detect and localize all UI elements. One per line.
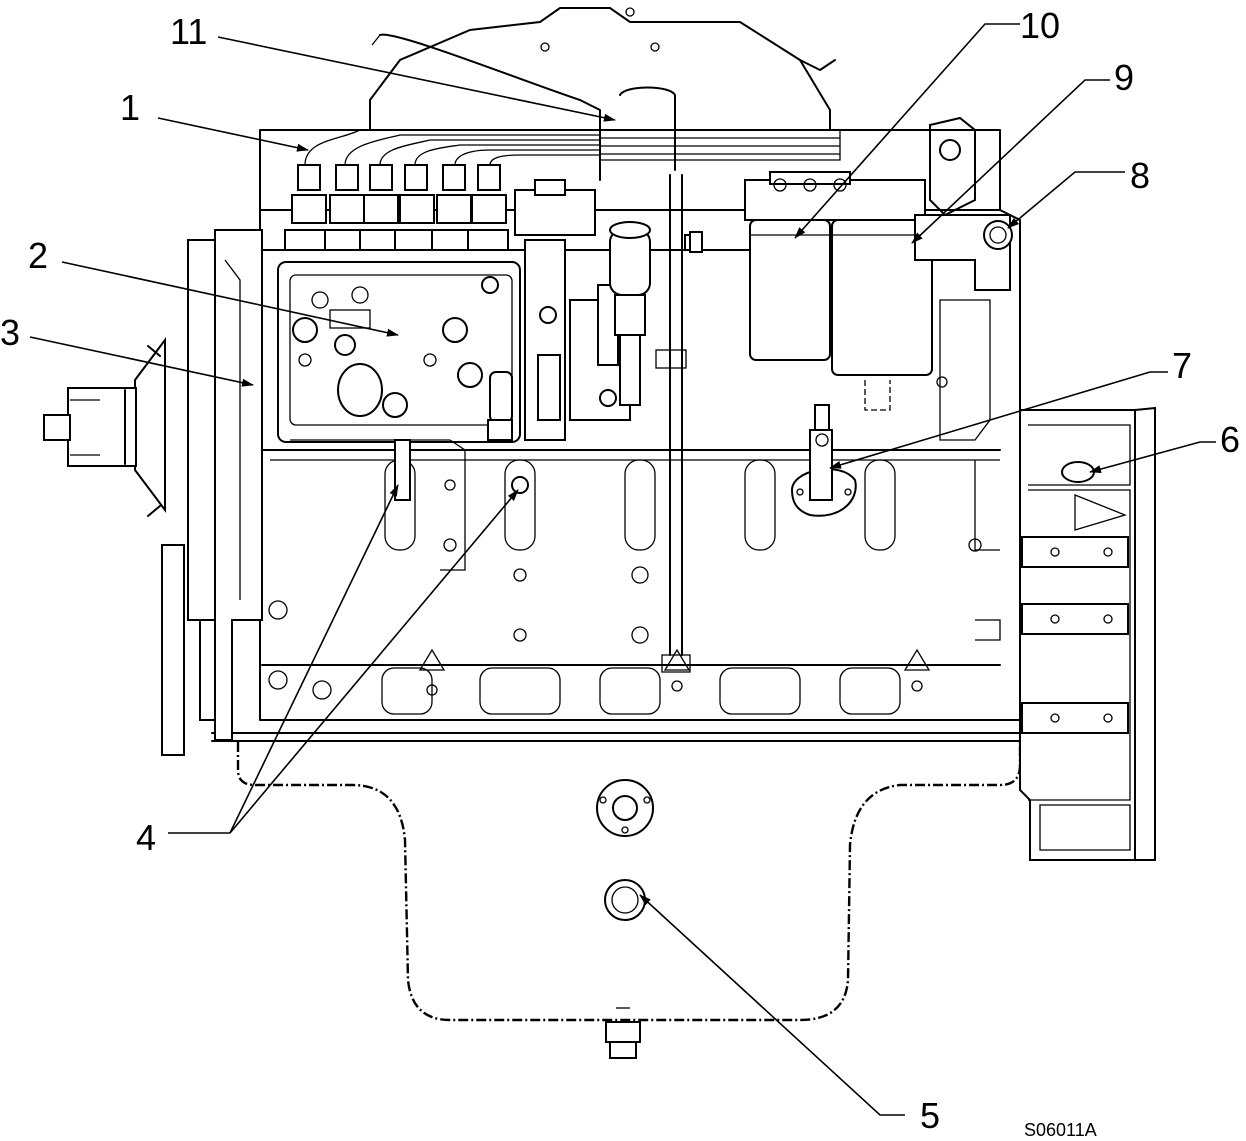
fuel-filter-head (744, 171, 926, 221)
leader-5 (639, 894, 905, 1116)
leader-4b (229, 489, 519, 834)
oil-pan (211, 732, 1041, 1059)
callout-6: 6 (1220, 419, 1240, 460)
front-end-pulleys (43, 229, 263, 756)
flywheel-housing (1019, 406, 1156, 861)
callout-1: 1 (120, 87, 140, 128)
dipstick-tube (661, 174, 691, 673)
leader-3 (29, 336, 254, 387)
leader-7 (829, 371, 1168, 469)
oil-fill-plug (604, 879, 646, 921)
sender-fitting (790, 404, 857, 517)
leader-10 (794, 23, 1020, 239)
injection-pump (277, 261, 521, 571)
leader-11 (217, 36, 616, 122)
leader-4a (229, 484, 399, 834)
leader-2 (61, 261, 399, 337)
block-lower-rail (261, 648, 1001, 721)
callout-9: 9 (1114, 57, 1134, 98)
figure-id: S06011A (1024, 1120, 1097, 1140)
mounting-boss (511, 476, 529, 494)
callout-7: 7 (1172, 345, 1192, 386)
injector-lines (304, 33, 841, 181)
callout-2: 2 (28, 235, 48, 276)
lifting-bracket (929, 116, 976, 217)
fan-hub (43, 337, 166, 517)
delivery-fittings (284, 164, 509, 251)
leader-1 (157, 117, 309, 152)
drain-plug (605, 1007, 641, 1059)
oil-pan-sensor-port (596, 779, 654, 837)
callout-8: 8 (1130, 155, 1150, 196)
callout-11: 11 (170, 11, 207, 52)
leader-6 (1089, 441, 1216, 473)
callout-labels: 1 2 3 4 5 6 7 8 9 10 11 (0, 5, 1240, 1136)
fuel-shutoff-solenoid (609, 221, 701, 406)
leader-8 (1007, 171, 1125, 229)
valve-cover (369, 7, 836, 131)
callout-5: 5 (920, 1095, 940, 1136)
engine-drawing (43, 7, 1156, 1059)
fuel-filter-primary (749, 219, 831, 361)
filter-bracket (914, 214, 1013, 441)
leader-9 (911, 79, 1110, 244)
callout-4: 4 (136, 817, 156, 858)
callout-leaders (29, 23, 1216, 1116)
callout-10: 10 (1020, 5, 1060, 46)
hose-clip (689, 231, 703, 253)
callout-3: 3 (0, 312, 20, 353)
